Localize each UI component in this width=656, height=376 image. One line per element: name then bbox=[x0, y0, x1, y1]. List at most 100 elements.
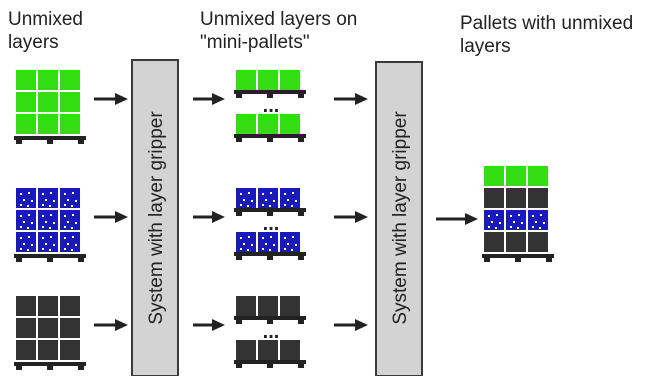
black-row-mini-pallet-bottom-foot-l bbox=[236, 364, 242, 368]
blue-row-stack-layer-0-2-dot-5 bbox=[71, 205, 73, 207]
output-layer-2-1-dot-5 bbox=[517, 227, 519, 229]
black-row-mini-layer-bottom-1-box-fill bbox=[258, 340, 278, 360]
output-layer-2-2-dot-0 bbox=[532, 215, 534, 217]
green-row-stack-pallet-foot-l bbox=[16, 140, 22, 144]
blue-row-stack-layer-2-1-dot-2 bbox=[45, 243, 47, 245]
blue-row-mini-pallet-bottom-foot-l bbox=[236, 256, 242, 260]
blue-row-stack-layer-1-0-dot-3 bbox=[31, 222, 33, 224]
system-box-2: System with layer gripper bbox=[375, 61, 423, 376]
output-layer-2-0-dot-0 bbox=[488, 215, 490, 217]
green-row-stack-layer-1-2-box bbox=[60, 92, 80, 112]
blue-row-mini-layer-top-0-dot-5 bbox=[247, 205, 249, 207]
output-layer-0-2-box bbox=[528, 166, 548, 186]
blue-row-mini-layer-top-1-dot-0 bbox=[262, 193, 264, 195]
black-row-mini-layer-top-0-box-fill bbox=[236, 296, 256, 316]
output-layer-1-0-box bbox=[484, 188, 504, 208]
blue-row-mini-layer-bottom-1-dot-0 bbox=[262, 237, 264, 239]
black-row-stack-pallet-foot-m bbox=[47, 366, 53, 370]
blue-row-mini-layer-bottom-0-box-fill bbox=[236, 232, 256, 252]
blue-row-mini-pallet-bottom-foot-r bbox=[298, 256, 304, 260]
blue-row-stack-layer-2-0-dot-5 bbox=[27, 249, 29, 251]
blue-row-stack-layer-2-2-box bbox=[60, 232, 80, 252]
blue-row-stack-layer-1-0-dot-1 bbox=[28, 214, 30, 216]
output-layer-2-1-box-fill bbox=[506, 210, 526, 230]
output-layer-1-2-box-fill bbox=[528, 188, 548, 208]
blue-row-stack-layer-2-2-dot-4 bbox=[64, 248, 66, 250]
output-layer-3-2-box bbox=[528, 232, 548, 252]
blue-row-stack-layer-2-1-dot-4 bbox=[42, 248, 44, 250]
blue-row-stack-layer-2-1-dot-0 bbox=[42, 237, 44, 239]
blue-row-mini-layer-bottom-1-dot-4 bbox=[262, 248, 264, 250]
blue-row-stack-pallet-deck bbox=[14, 254, 86, 258]
blue-row-arrow-3-head bbox=[355, 211, 368, 223]
blue-row-stack-layer-0-0-dot-2 bbox=[23, 199, 25, 201]
output-layer-3-1-box bbox=[506, 232, 526, 252]
blue-row-mini-pallet-top-foot-m bbox=[267, 212, 273, 216]
black-row-stack-layer-1-2-box-fill bbox=[60, 318, 80, 338]
green-row-mini-pallet-bottom-foot-r bbox=[298, 138, 304, 142]
blue-row-mini-layer-top-2-dot-4 bbox=[284, 204, 286, 206]
blue-row-mini-pallet-top-foot-r bbox=[298, 212, 304, 216]
black-row-stack-pallet-foot-l bbox=[16, 366, 22, 370]
output-layer-2-2-dot-4 bbox=[532, 226, 534, 228]
blue-row-stack-layer-2-0-dot-1 bbox=[28, 236, 30, 238]
output-layer-0-0-box-fill bbox=[484, 166, 504, 186]
green-row-mini-pallet-top-deck bbox=[234, 90, 306, 94]
blue-row-stack-layer-1-0-dot-5 bbox=[27, 227, 29, 229]
green-row-arrow-2 bbox=[193, 93, 225, 105]
blue-row-mini-layer-bottom-2-dot-0 bbox=[284, 237, 286, 239]
output-layer-2-2-dot-1 bbox=[540, 214, 542, 216]
blue-row-mini-layer-top-0-dot-0 bbox=[240, 193, 242, 195]
blue-row-stack-layer-1-0-dot-0 bbox=[20, 215, 22, 217]
green-row-stack-pallet-foot-m bbox=[47, 140, 53, 144]
output-layer-1-0-box-fill bbox=[484, 188, 504, 208]
blue-row-mini-layer-top-1-dot-3 bbox=[273, 200, 275, 202]
blue-row-stack-layer-1-0-box-fill bbox=[16, 210, 36, 230]
blue-row-stack-layer-0-0-dot-1 bbox=[28, 192, 30, 194]
output-layer-1-2-box bbox=[528, 188, 548, 208]
blue-row-stack-layer-2-1-dot-3 bbox=[53, 244, 55, 246]
green-row-arrow-1 bbox=[94, 93, 128, 105]
black-row-stack-layer-2-2-box bbox=[60, 340, 80, 360]
blue-row-mini-layer-top-0-dot-1 bbox=[248, 192, 250, 194]
green-row-stack-pallet-deck bbox=[14, 136, 86, 140]
black-row-stack-layer-2-0-box-fill bbox=[16, 340, 36, 360]
blue-row-stack-layer-2-2-box-fill bbox=[60, 232, 80, 252]
black-row-stack-layer-0-2-box bbox=[60, 296, 80, 316]
blue-row-stack-layer-0-1-dot-3 bbox=[53, 200, 55, 202]
blue-row-stack-layer-0-0-dot-4 bbox=[20, 204, 22, 206]
blue-row-stack-layer-2-0-dot-0 bbox=[20, 237, 22, 239]
green-row-mini-layer-bottom-0-box-fill bbox=[236, 114, 256, 134]
blue-row-stack-layer-1-2-dot-0 bbox=[64, 215, 66, 217]
output-layer-1-1-box-fill bbox=[506, 188, 526, 208]
black-row-stack-pallet-deck bbox=[14, 362, 86, 366]
blue-row-arrow-1-head bbox=[115, 211, 128, 223]
blue-row-mini-layer-top-2-dot-5 bbox=[291, 205, 293, 207]
black-row-mini-pallet-top-foot-l bbox=[236, 320, 242, 324]
blue-row-mini-layer-top-2-box bbox=[280, 188, 300, 208]
black-row-mini-pallet-bottom-deck bbox=[234, 360, 306, 364]
blue-row-mini-layer-top-0-box bbox=[236, 188, 256, 208]
blue-row-stack-layer-0-1-box bbox=[38, 188, 58, 208]
blue-row-mini-layer-bottom-2-box bbox=[280, 232, 300, 252]
blue-row-mini-layer-top-1-dot-1 bbox=[270, 192, 272, 194]
green-row-mini-layer-top-2-box bbox=[280, 70, 300, 90]
blue-row-mini-layer-bottom-0-dot-1 bbox=[248, 236, 250, 238]
black-row-mini-pallet-bottom-foot-r bbox=[298, 364, 304, 368]
blue-row-stack-layer-0-0-dot-0 bbox=[20, 193, 22, 195]
blue-row-mini-layer-top-0-dot-2 bbox=[243, 199, 245, 201]
green-row-arrow-3 bbox=[334, 93, 368, 105]
green-row-stack-layer-0-0-box bbox=[16, 70, 36, 90]
output-layer-2-0-dot-5 bbox=[495, 227, 497, 229]
output-pallet-deck bbox=[482, 254, 554, 258]
blue-row-stack-layer-1-1-dot-4 bbox=[42, 226, 44, 228]
blue-row-stack-layer-1-1-dot-2 bbox=[45, 221, 47, 223]
green-row-stack-layer-2-0-box bbox=[16, 114, 36, 134]
blue-row-stack-layer-0-1-dot-5 bbox=[49, 205, 51, 207]
green-row-mini-layer-bottom-1-box-fill bbox=[258, 114, 278, 134]
black-row-stack-layer-1-1-box bbox=[38, 318, 58, 338]
system-label-1: System with layer gripper bbox=[146, 111, 167, 325]
black-row-arrow-2-head bbox=[212, 319, 225, 331]
blue-row-stack-layer-0-0-box bbox=[16, 188, 36, 208]
output-arrow bbox=[436, 213, 478, 225]
